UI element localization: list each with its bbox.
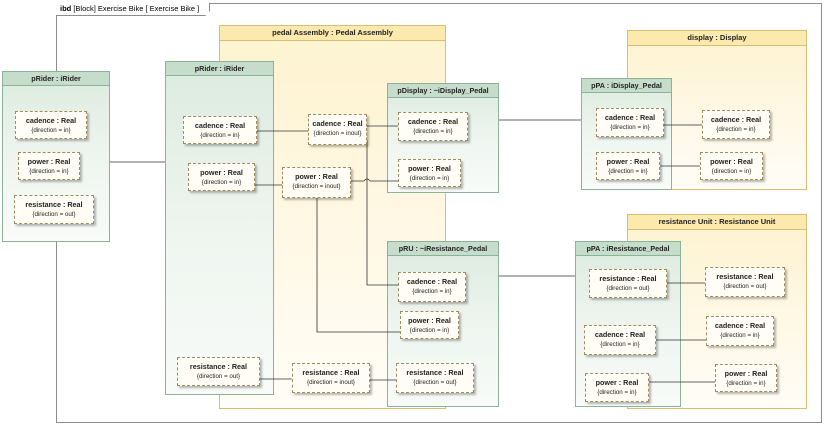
property-name: cadence : Real <box>710 115 762 124</box>
property-name: power : Real <box>200 168 243 177</box>
property-direction: {direction = out} <box>32 211 76 218</box>
property-direction: {direction = in} <box>716 126 756 133</box>
property-direction: {direction = in} <box>200 132 240 139</box>
property-name: power : Real <box>295 172 338 181</box>
property-name: power : Real <box>724 369 768 378</box>
ppa-resistance-cadence-property[interactable]: cadence : Real {direction = in} <box>584 325 656 355</box>
property-direction: {direction = inout} <box>313 130 362 137</box>
pru-cadence-property[interactable]: cadence : Real {direction = in} <box>398 272 466 302</box>
property-direction: {direction = out} <box>606 285 650 292</box>
ppa-display-power-property[interactable]: power : Real {direction = in} <box>596 152 660 180</box>
property-direction: {direction = in} <box>720 332 760 339</box>
inner-cadence-property[interactable]: cadence : Real {direction = in} <box>183 116 257 144</box>
property-direction: {direction = out} <box>413 379 457 386</box>
property-direction: {direction = in} <box>201 179 242 186</box>
ppa-resistance-title: pPA : iResistance_Pedal <box>576 242 680 256</box>
outer-power-property[interactable]: power : Real {direction = in} <box>18 152 80 180</box>
property-name: power : Real <box>408 316 451 325</box>
property-direction: {direction = inout} <box>292 183 341 190</box>
frame-label: ibd [Block] Exercise Bike [ Exercise Bik… <box>56 3 210 16</box>
prider-inner-title: pRider : iRider <box>166 62 273 76</box>
property-name: power : Real <box>710 157 753 166</box>
property-name: power : Real <box>595 378 639 387</box>
property-direction: {direction = in} <box>610 124 650 131</box>
property-name: cadence : Real <box>312 119 363 128</box>
property-direction: {direction = inout} <box>307 379 355 386</box>
property-name: resistance : Real <box>599 274 657 283</box>
ru-power-property[interactable]: power : Real {direction = in} <box>715 364 777 392</box>
property-name: cadence : Real <box>406 277 458 286</box>
prider-outer-title: pRider : iRider <box>3 72 109 86</box>
pru-resistance-property[interactable]: resistance : Real {direction = out} <box>396 363 474 393</box>
inner-resistance-property[interactable]: resistance : Real {direction = out} <box>177 357 260 386</box>
property-direction: {direction = in} <box>412 288 452 295</box>
prider-inner-port[interactable]: pRider : iRider <box>165 61 274 395</box>
property-name: cadence : Real <box>194 121 246 130</box>
outer-cadence-property[interactable]: cadence : Real {direction = in} <box>15 111 87 139</box>
pdisplay-cadence-property[interactable]: cadence : Real {direction = in} <box>398 112 468 141</box>
property-name: cadence : Real <box>714 321 766 330</box>
property-name: cadence : Real <box>604 113 656 122</box>
property-direction: {direction = out} <box>723 283 767 290</box>
pedal-cadence-property[interactable]: cadence : Real {direction = inout} <box>308 114 367 145</box>
property-direction: {direction = in} <box>413 128 453 135</box>
ru-cadence-property[interactable]: cadence : Real {direction = in} <box>706 316 774 346</box>
display-title: display : Display <box>628 31 806 46</box>
property-name: cadence : Real <box>407 117 459 126</box>
property-name: power : Real <box>408 164 451 173</box>
ppa-resistance-resistance-property[interactable]: resistance : Real {direction = out} <box>589 269 667 298</box>
ppa-display-cadence-property[interactable]: cadence : Real {direction = in} <box>596 108 664 137</box>
property-name: resistance : Real <box>716 272 774 281</box>
outer-resistance-property[interactable]: resistance : Real {direction = out} <box>14 195 94 224</box>
property-direction: {direction = in} <box>29 168 69 175</box>
pedal-assembly-title: pedal Assembly : Pedal Assembly <box>220 26 445 41</box>
pdisplay-power-property[interactable]: power : Real {direction = in} <box>398 159 461 187</box>
resistance-unit-title: resistance Unit : Resistance Unit <box>628 215 806 230</box>
property-name: resistance : Real <box>302 368 360 377</box>
property-name: cadence : Real <box>25 116 77 125</box>
ppa-display-title: pPA : iDisplay_Pedal <box>582 79 671 93</box>
ppa-resistance-power-property[interactable]: power : Real {direction = in} <box>585 373 649 402</box>
property-name: resistance : Real <box>25 200 83 209</box>
property-name: resistance : Real <box>406 368 464 377</box>
pedal-resistance-property[interactable]: resistance : Real {direction = inout} <box>292 363 370 393</box>
property-direction: {direction = in} <box>597 389 637 396</box>
property-direction: {direction = in} <box>31 127 71 134</box>
pedal-power-property[interactable]: power : Real {direction = inout} <box>282 167 351 198</box>
property-name: power : Real <box>606 157 650 166</box>
property-name: resistance : Real <box>189 362 248 371</box>
frame-keyword: ibd <box>60 4 72 13</box>
property-direction: {direction = out} <box>196 373 241 380</box>
ru-resistance-property[interactable]: resistance : Real {direction = out} <box>705 267 785 297</box>
pru-title: pRU : ~iResistance_Pedal <box>388 242 498 256</box>
property-direction: {direction = in} <box>409 175 450 182</box>
property-direction: {direction = in} <box>711 168 752 175</box>
property-direction: {direction = in} <box>726 380 766 387</box>
display-cadence-property[interactable]: cadence : Real {direction = in} <box>702 110 770 139</box>
pru-power-property[interactable]: power : Real {direction = in} <box>400 311 459 339</box>
inner-power-property[interactable]: power : Real {direction = in} <box>188 163 255 191</box>
display-power-property[interactable]: power : Real {direction = in} <box>700 152 763 180</box>
frame-title: [Block] Exercise Bike [ Exercise Bike ] <box>73 4 200 13</box>
pdisplay-title: pDisplay : ~iDisplay_Pedal <box>388 84 498 98</box>
property-direction: {direction = in} <box>600 341 640 348</box>
property-direction: {direction = in} <box>608 168 648 175</box>
property-name: cadence : Real <box>594 330 646 339</box>
property-name: power : Real <box>27 157 71 166</box>
property-direction: {direction = in} <box>409 327 450 334</box>
